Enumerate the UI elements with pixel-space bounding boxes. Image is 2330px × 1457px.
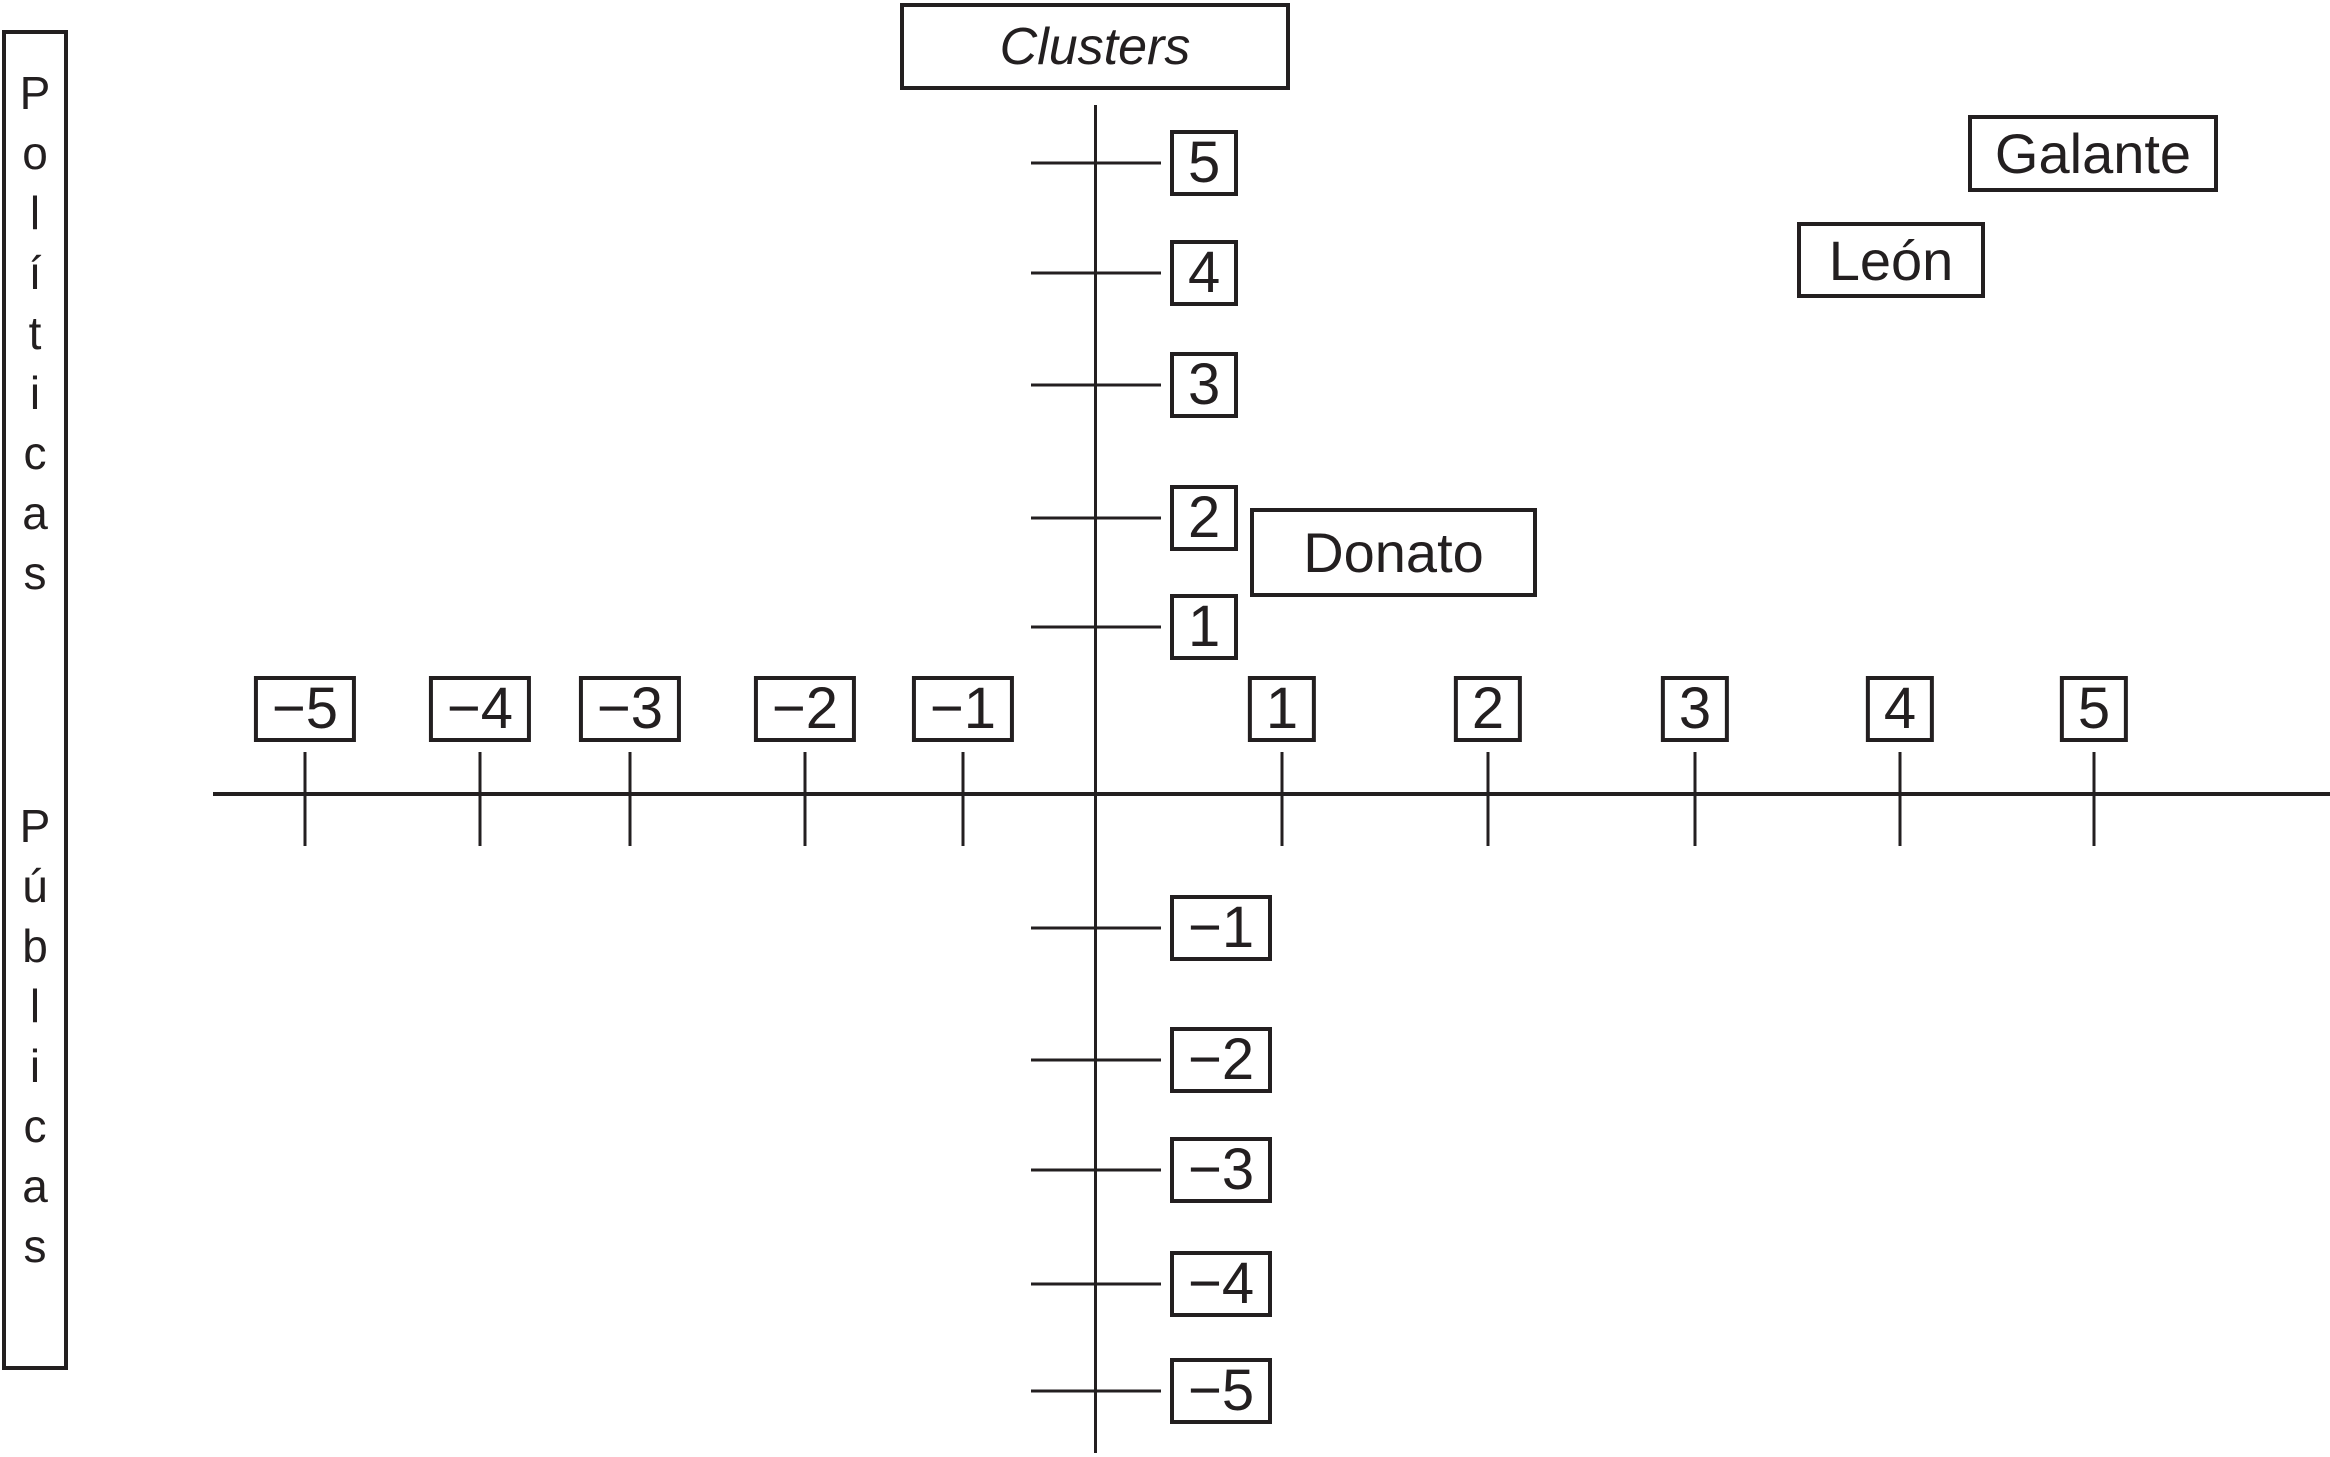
y-tick-label-neg1: −1 [1170,895,1273,961]
x-axis-line [213,792,2330,796]
y-tick-neg2 [1031,1058,1161,1062]
cluster-label-donato: Donato [1303,521,1484,584]
x-tick-3 [1693,752,1697,846]
chart-title: Clusters [999,17,1191,76]
x-tick-neg4 [478,752,482,846]
y-tick-label-2: 2 [1170,485,1239,551]
x-tick-label-neg5: −5 [253,676,357,742]
cluster-label-leon: León [1828,228,1954,292]
chart-title-box: Clusters [900,3,1290,90]
x-tick-label-1: 1 [1247,676,1317,742]
cluster-label-galante: Galante [1994,122,2192,185]
y-tick-label-neg4: −4 [1170,1251,1273,1317]
y-tick-neg1 [1031,926,1161,930]
y-tick-4 [1031,271,1161,275]
x-tick-label-neg1: −1 [911,676,1015,742]
y-tick-5 [1031,161,1161,165]
y-tick-1 [1031,625,1161,629]
x-tick-label-neg4: −4 [428,676,532,742]
x-tick-5 [2092,752,2096,846]
y-tick-label-5: 5 [1170,130,1239,196]
x-tick-neg2 [803,752,807,846]
y-tick-label-neg2: −2 [1170,1027,1273,1093]
x-tick-1 [1280,752,1284,846]
y-axis-label-box: Políticas Públicas [2,30,68,1370]
y-tick-neg4 [1031,1282,1161,1286]
y-tick-label-neg3: −3 [1170,1137,1273,1203]
x-tick-4 [1898,752,1902,846]
x-tick-label-5: 5 [2059,676,2129,742]
x-tick-2 [1486,752,1490,846]
x-tick-neg5 [303,752,307,846]
x-tick-neg1 [961,752,965,846]
y-tick-neg3 [1031,1168,1161,1172]
y-axis-line [1094,105,1097,1453]
x-tick-label-3: 3 [1660,676,1730,742]
y-tick-label-3: 3 [1170,352,1239,418]
y-axis-label-publicas: Públicas [9,800,61,1280]
x-tick-neg3 [628,752,632,846]
cluster-box-galante: Galante [1968,115,2218,192]
x-tick-label-neg2: −2 [753,676,857,742]
cluster-box-leon: León [1797,222,1985,298]
y-tick-label-neg5: −5 [1170,1358,1273,1424]
x-tick-label-neg3: −3 [578,676,682,742]
x-tick-label-4: 4 [1865,676,1935,742]
x-tick-label-2: 2 [1453,676,1523,742]
y-tick-label-4: 4 [1170,240,1239,306]
y-tick-2 [1031,516,1161,520]
cluster-box-donato: Donato [1250,508,1537,597]
y-tick-label-1: 1 [1170,594,1239,660]
y-axis-label-politicas: Políticas [9,67,61,607]
y-tick-neg5 [1031,1389,1161,1393]
y-tick-3 [1031,383,1161,387]
